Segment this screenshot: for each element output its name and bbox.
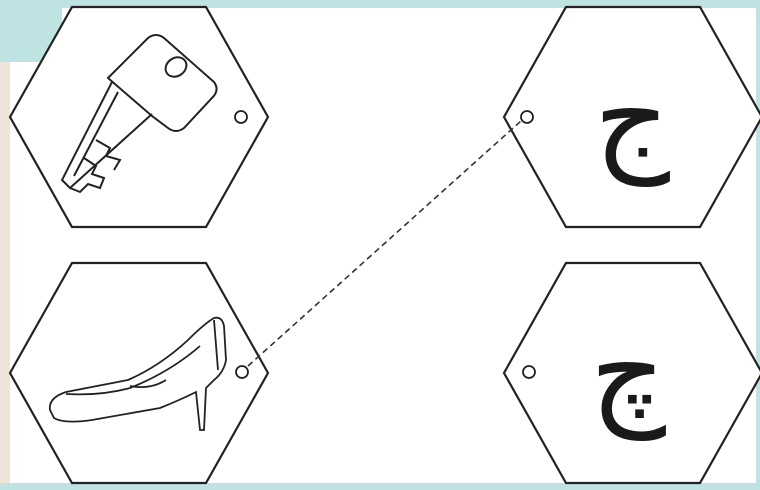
card-letter-2: چ xyxy=(504,263,760,483)
letter-glyph: چ xyxy=(590,302,667,441)
match-line xyxy=(248,121,521,366)
connection-dot[interactable] xyxy=(523,366,535,378)
connection-dot[interactable] xyxy=(236,366,248,378)
connection-dot[interactable] xyxy=(235,111,247,123)
letter-glyph: ج xyxy=(594,48,671,187)
connection-dot[interactable] xyxy=(521,111,533,123)
hexagon-card-outline xyxy=(10,7,268,227)
card-shoe xyxy=(10,263,268,483)
hexagon-card-outline xyxy=(10,263,268,483)
card-letter-1: ج xyxy=(504,7,760,227)
card-key xyxy=(10,7,268,227)
